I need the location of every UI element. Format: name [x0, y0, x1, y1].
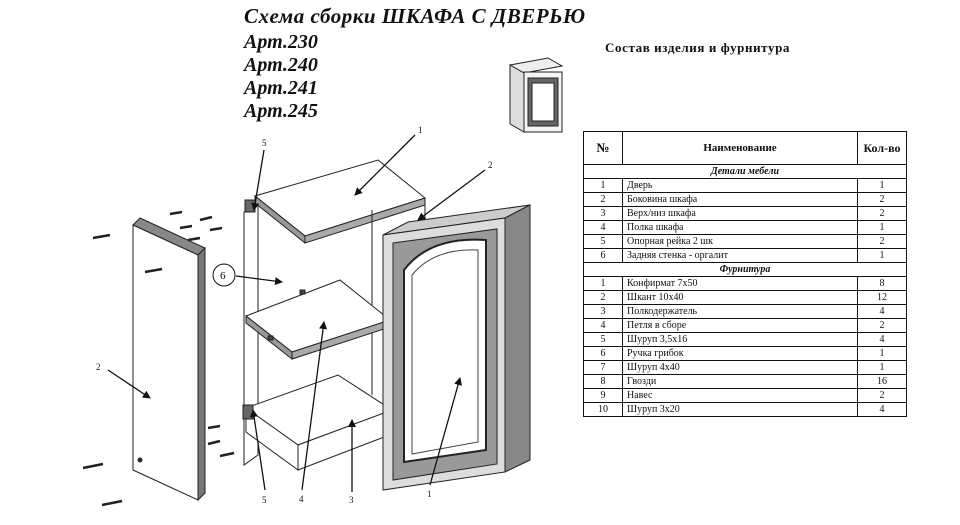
- article-number: Арт.240: [244, 54, 318, 76]
- section-title: Детали мебели: [583, 164, 907, 179]
- door-part: [382, 204, 531, 491]
- article-number: Арт.241: [244, 77, 318, 99]
- table-row: 3 Верх/низ шкафа 2: [583, 206, 907, 221]
- table-row: 7 Шуруп 4х40 1: [583, 360, 907, 375]
- row-num: 3: [583, 304, 623, 319]
- callout-label: 4: [299, 494, 304, 504]
- fastener-group: [82, 210, 235, 507]
- row-num: 7: [583, 360, 623, 375]
- callout-labels: 1 2 5 6 2 1 5 4 3: [96, 125, 493, 505]
- row-qty: 4: [857, 304, 907, 319]
- row-name: Шкант 10х40: [622, 290, 858, 305]
- col-header-qty: Кол-во: [857, 131, 907, 165]
- row-qty: 16: [857, 374, 907, 389]
- table-row: 2 Шкант 10х40 12: [583, 290, 907, 305]
- callout-label: 6: [220, 270, 226, 282]
- callout-label: 2: [96, 362, 101, 372]
- row-num: 2: [583, 192, 623, 207]
- row-name: Ручка грибок: [622, 346, 858, 361]
- row-num: 6: [583, 346, 623, 361]
- cabinet-thumbnail: [508, 57, 564, 133]
- callout-label: 5: [262, 495, 267, 505]
- row-qty: 1: [857, 248, 907, 263]
- side-panel-part: [132, 217, 206, 502]
- section-title: Фурнитура: [583, 262, 907, 277]
- row-num: 5: [583, 234, 623, 249]
- table-row: 2 Боковина шкафа 2: [583, 192, 907, 207]
- table-row: 1 Конфирмат 7х50 8: [583, 276, 907, 291]
- row-qty: 2: [857, 234, 907, 249]
- table-row: 1 Дверь 1: [583, 178, 907, 193]
- section-row: Детали мебели: [583, 164, 907, 179]
- table-header-row: № Наименование Кол-во: [583, 131, 907, 165]
- callout-arrows: [107, 134, 486, 492]
- row-name: Шуруп 3х20: [622, 402, 858, 417]
- row-qty: 2: [857, 206, 907, 221]
- table-row: 4 Петля в сборе 2: [583, 318, 907, 333]
- row-name: Конфирмат 7х50: [622, 276, 858, 291]
- row-name: Шуруп 4х40: [622, 360, 858, 375]
- table-row: 9 Навес 2: [583, 388, 907, 403]
- row-num: 4: [583, 220, 623, 235]
- row-qty: 4: [857, 402, 907, 417]
- table-row: 3 Полкодержатель 4: [583, 304, 907, 319]
- callout-label: 5: [262, 138, 267, 148]
- row-qty: 1: [857, 178, 907, 193]
- table-row: 6 Задняя стенка - оргалит 1: [583, 248, 907, 263]
- article-list: Арт.230 Арт.240 Арт.241 Арт.245: [244, 31, 586, 123]
- row-num: 1: [583, 178, 623, 193]
- callout-label: 1: [427, 489, 432, 499]
- table-row: 5 Шуруп 3,5х16 4: [583, 332, 907, 347]
- row-name: Опорная рейка 2 шк: [622, 234, 858, 249]
- row-qty: 1: [857, 220, 907, 235]
- row-num: 8: [583, 374, 623, 389]
- row-num: 4: [583, 318, 623, 333]
- callout-label: 2: [488, 160, 493, 170]
- article-number: Арт.245: [244, 100, 318, 122]
- row-name: Полка шкафа: [622, 220, 858, 235]
- row-name: Боковина шкафа: [622, 192, 858, 207]
- row-num: 10: [583, 402, 623, 417]
- row-num: 3: [583, 206, 623, 221]
- table-row: 10 Шуруп 3х20 4: [583, 402, 907, 417]
- diagram-title: Схема сборки ШКАФА С ДВЕРЬЮ: [244, 4, 586, 28]
- row-qty: 1: [857, 346, 907, 361]
- row-num: 5: [583, 332, 623, 347]
- row-num: 2: [583, 290, 623, 305]
- row-name: Навес: [622, 388, 858, 403]
- parts-table: № Наименование Кол-во Детали мебели 1 Дв…: [583, 131, 907, 417]
- diagram-header: Схема сборки ШКАФА С ДВЕРЬЮ Арт.230 Арт.…: [244, 4, 586, 123]
- row-name: Задняя стенка - оргалит: [622, 248, 858, 263]
- row-qty: 2: [857, 192, 907, 207]
- row-name: Гвозди: [622, 374, 858, 389]
- table-row: 8 Гвозди 16: [583, 374, 907, 389]
- row-qty: 12: [857, 290, 907, 305]
- row-num: 9: [583, 388, 623, 403]
- row-name: Верх/низ шкафа: [622, 206, 858, 221]
- article-number: Арт.230: [244, 31, 318, 53]
- row-name: Дверь: [622, 178, 858, 193]
- spec-title: Состав изделия и фурнитура: [605, 40, 791, 55]
- row-name: Полкодержатель: [622, 304, 858, 319]
- section-row: Фурнитура: [583, 262, 907, 277]
- row-qty: 4: [857, 332, 907, 347]
- table-row: 4 Полка шкафа 1: [583, 220, 907, 235]
- row-qty: 8: [857, 276, 907, 291]
- table-row: 5 Опорная рейка 2 шк 2: [583, 234, 907, 249]
- row-qty: 1: [857, 360, 907, 375]
- callout-label: 3: [349, 495, 354, 505]
- row-num: 1: [583, 276, 623, 291]
- col-header-num: №: [583, 131, 623, 165]
- col-header-name: Наименование: [622, 131, 858, 165]
- row-qty: 2: [857, 318, 907, 333]
- table-row: 6 Ручка грибок 1: [583, 346, 907, 361]
- row-qty: 2: [857, 388, 907, 403]
- row-name: Шуруп 3,5х16: [622, 332, 858, 347]
- callout-label: 1: [418, 125, 423, 135]
- row-name: Петля в сборе: [622, 318, 858, 333]
- row-num: 6: [583, 248, 623, 263]
